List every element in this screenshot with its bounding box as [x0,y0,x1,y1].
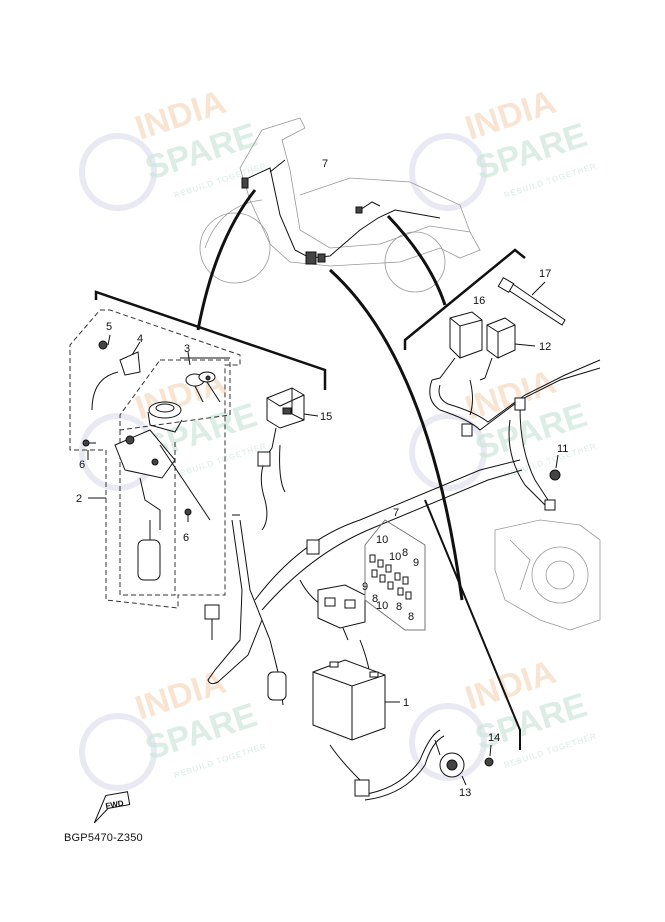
callout-10-b: 10 [389,551,401,563]
callout-9-b: 9 [362,581,368,593]
lock-cylinder [147,401,183,433]
screw-6-lower [184,508,192,522]
right-wire-harness [429,359,601,511]
callout-4: 4 [137,333,143,345]
callout-17: 17 [539,268,551,280]
screw-6-upper [82,439,96,447]
callout-10-c: 10 [376,600,388,612]
watermark-bottom-left: INDIA SPARE REBUILD TOGETHER [79,663,268,791]
callout-12: 12 [539,341,551,353]
callout-1: 1 [403,697,409,709]
fuse-panel [364,519,426,631]
callout-15: 15 [320,411,332,423]
frame-bottom-right [424,499,521,750]
callout-8-b: 8 [372,593,378,605]
bolt-14 [484,744,494,767]
callout-5: 5 [106,321,112,333]
callout-6-upper: 6 [79,459,85,471]
callout-8-c: 8 [396,601,402,613]
diagram-code: BGP5470-Z350 [64,832,143,844]
callout-3: 3 [184,343,190,355]
fwd-direction-marker: FWD [93,791,131,824]
cable-tie [497,276,566,326]
scooter-outline [199,117,481,293]
frame-left-group [94,290,327,390]
fwd-label: FWD [105,799,125,811]
main-switch-group [69,309,241,609]
relay-16 [431,311,483,381]
callout-10-a: 10 [376,534,388,546]
relay-unit [266,387,319,449]
leader-sweep-left [196,189,257,331]
callout-16: 16 [473,295,485,307]
callout-8-d: 8 [408,611,414,623]
relay-12 [479,317,536,381]
bolt-11 [549,454,561,481]
frame-right-group [403,248,526,350]
callout-2: 2 [76,493,82,505]
bolt-5 [98,340,108,350]
watermark-top-left: INDIA SPARE REBUILD TOGETHER [79,83,268,211]
callout-6-lower: 6 [183,532,189,544]
callout-8-a: 8 [402,547,408,559]
watermark-bottom-right: INDIA SPARE REBUILD TOGETHER [409,653,598,781]
horn [434,739,467,786]
callout-11: 11 [557,443,568,455]
battery [312,659,400,741]
lower-wire-harness [204,444,523,801]
mounting-bracket [91,351,141,411]
engine-outline [494,519,601,631]
callout-9-a: 9 [413,557,419,569]
watermark-top-right: INDIA SPARE REBUILD TOGETHER [409,83,598,211]
callout-14: 14 [488,732,500,744]
leader-sweep-middle [328,268,464,601]
main-switch-body [114,429,176,581]
callout-7-fuse: 7 [393,507,399,519]
key-set [185,371,221,403]
watermark-middle-right: INDIA SPARE REBUILD TOGETHER [409,363,598,491]
callout-7-top: 7 [322,158,328,170]
callout-13: 13 [459,787,471,799]
leader-sweep-right [386,214,447,306]
